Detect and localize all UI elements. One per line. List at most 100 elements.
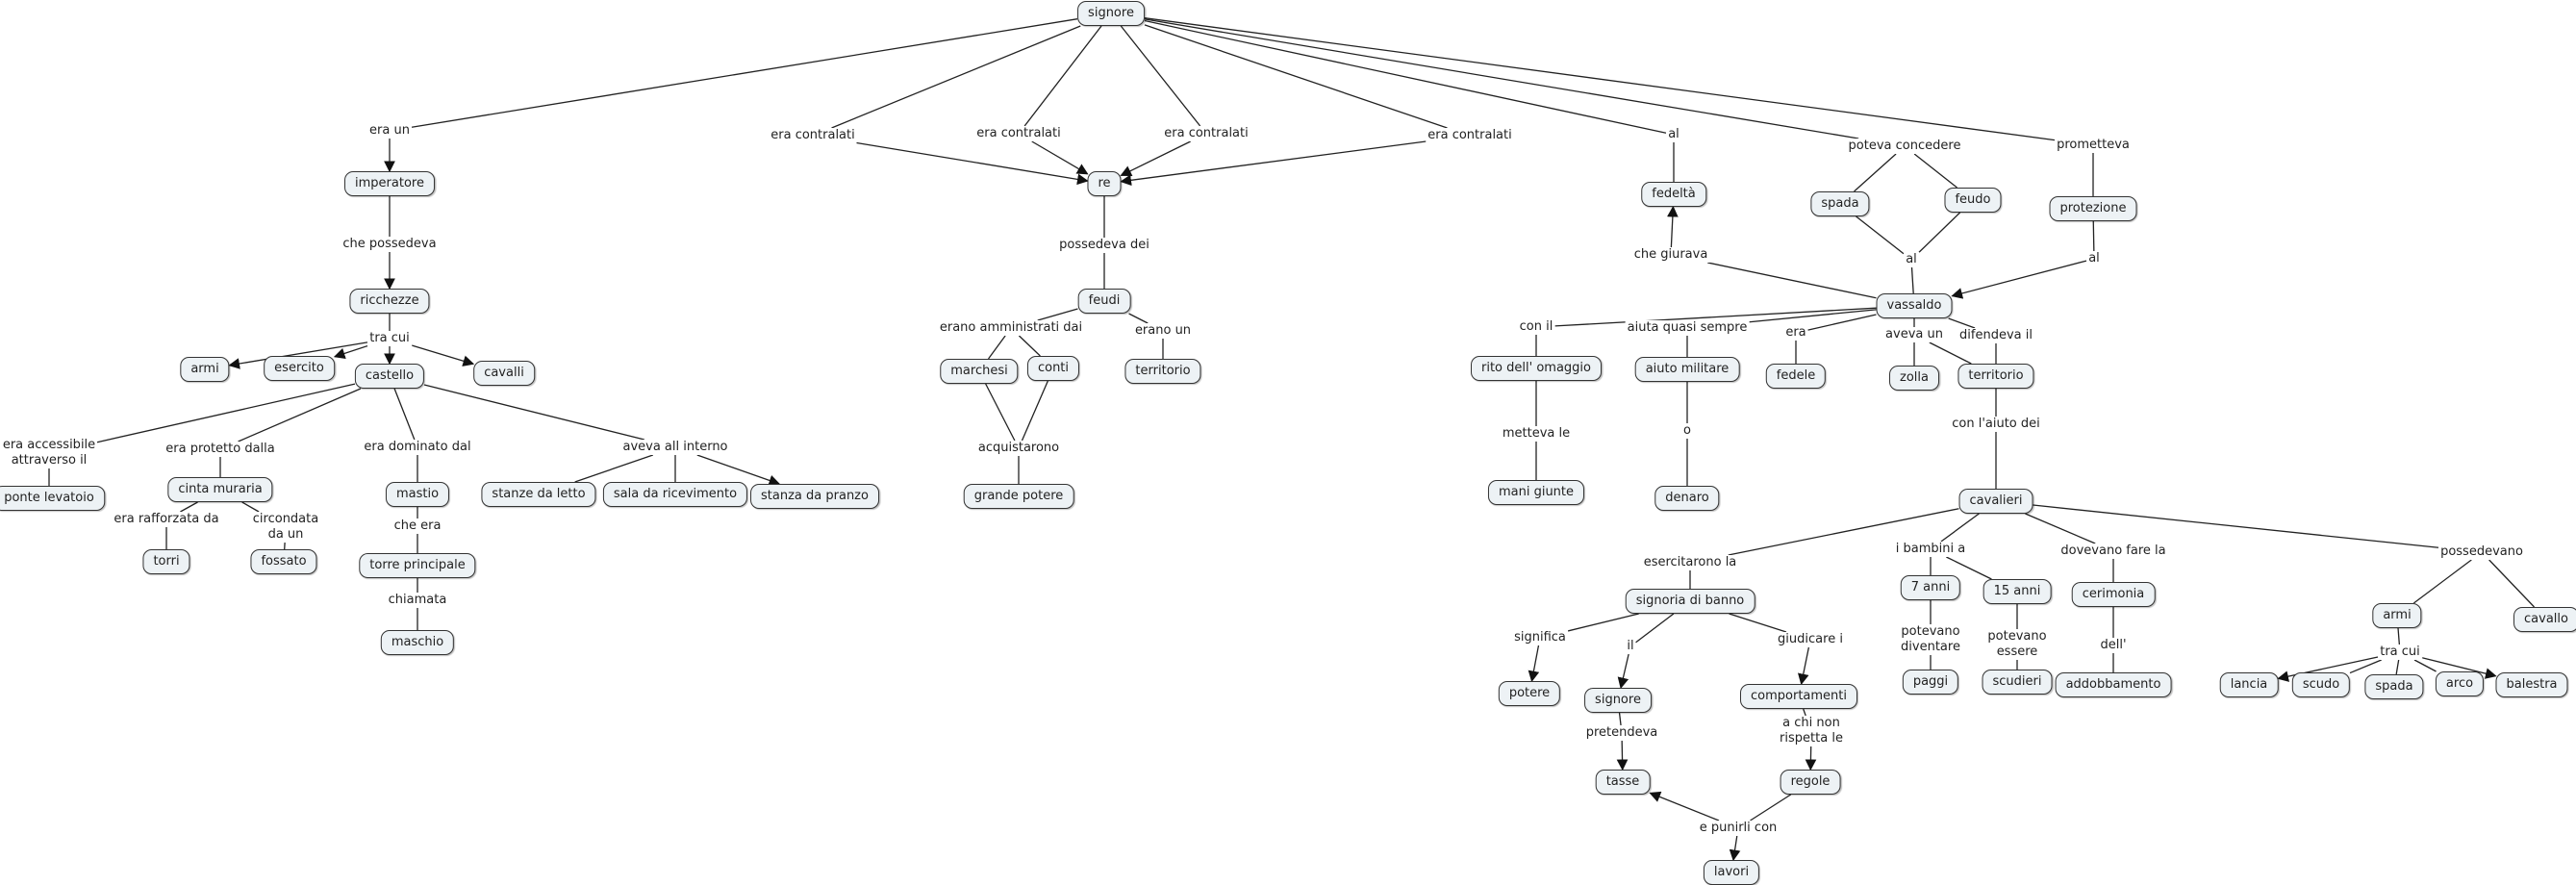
linking-phrase-significa[interactable]: significa [1512,630,1568,645]
concept-node-paggi[interactable]: paggi [1902,670,1959,695]
concept-node-grandepotere[interactable]: grande potere [963,484,1074,509]
concept-node-protezione[interactable]: protezione [2049,196,2137,221]
linking-phrase-dominato[interactable]: era dominato dal [362,440,473,455]
concept-node-cavallo[interactable]: cavallo [2513,607,2576,632]
linking-phrase-pretendeva[interactable]: pretendeva [1583,725,1660,741]
concept-node-arco[interactable]: arco [2435,671,2485,696]
linking-phrase-tracui1[interactable]: tra cui [367,331,412,346]
linking-phrase-chiamata[interactable]: chiamata [386,593,449,608]
linking-phrase-giudicare[interactable]: giudicare i [1776,632,1845,647]
linking-phrase-rafforzata[interactable]: era rafforzata da [112,512,221,527]
concept-node-maschio[interactable]: maschio [380,630,455,655]
concept-node-esercito[interactable]: esercito [264,356,335,381]
concept-node-anni7[interactable]: 7 anni [1900,575,1961,600]
linking-phrase-bambini[interactable]: i bambini a [1893,542,1968,557]
linking-phrase-aiuta[interactable]: aiuta quasi sempre [1625,320,1750,336]
concept-node-territorio2[interactable]: territorio [1957,364,2034,389]
linking-phrase-possedevano[interactable]: possedevano [2438,544,2525,560]
concept-node-rito[interactable]: rito dell' omaggio [1471,356,1602,381]
concept-node-imperatore[interactable]: imperatore [344,171,435,196]
concept-node-zolla[interactable]: zolla [1889,366,1939,391]
linking-phrase-avevaun[interactable]: aveva un [1883,327,1945,342]
linking-phrase-interno[interactable]: aveva all interno [620,440,730,455]
concept-node-signore2[interactable]: signore [1584,688,1652,713]
linking-phrase-era[interactable]: era [1783,325,1808,341]
linking-phrase-al3[interactable]: al [2086,251,2102,266]
concept-node-marchesi[interactable]: marchesi [940,359,1019,384]
concept-node-pranzo[interactable]: stanza da pranzo [750,484,879,509]
linking-phrase-poteva[interactable]: poteva concedere [1846,139,1963,154]
concept-node-feudo[interactable]: feudo [1944,188,2002,213]
concept-node-cinta[interactable]: cinta muraria [167,477,273,502]
concept-node-mastio[interactable]: mastio [385,482,450,507]
concept-node-cavalieri[interactable]: cavalieri [1958,489,2033,514]
concept-node-aiuto[interactable]: aiuto militare [1634,357,1740,382]
concept-node-tasse[interactable]: tasse [1595,770,1651,795]
linking-phrase-contr2[interactable]: era contralati [974,126,1063,141]
linking-phrase-al2[interactable]: al [1904,252,1919,267]
linking-phrase-dell[interactable]: dell' [2098,638,2129,653]
linking-phrase-difendeva[interactable]: difendeva il [1957,328,2034,343]
linking-phrase-eraun[interactable]: era un [367,123,412,139]
linking-phrase-contr1[interactable]: era contralati [769,128,857,143]
linking-phrase-metteva[interactable]: metteva le [1500,426,1573,442]
concept-node-territorio1[interactable]: territorio [1124,359,1201,384]
concept-node-lavori[interactable]: lavori [1703,860,1760,885]
concept-node-regole[interactable]: regole [1780,770,1841,795]
concept-node-armi[interactable]: armi [180,357,230,382]
concept-node-comportamenti[interactable]: comportamenti [1740,684,1857,709]
linking-phrase-tracui2[interactable]: tra cui [2378,645,2422,660]
linking-phrase-aiutodei[interactable]: con l'aiuto dei [1950,417,2042,432]
concept-node-re[interactable]: re [1087,171,1122,196]
linking-phrase-amministrati[interactable]: erano amministrati dai [937,320,1085,336]
linking-phrase-contr3[interactable]: era contralati [1162,126,1250,141]
linking-phrase-contr4[interactable]: era contralati [1426,128,1514,143]
concept-node-addobbamento[interactable]: addobbamento [2055,672,2172,697]
linking-phrase-possedevadei[interactable]: possedeva dei [1057,238,1151,253]
linking-phrase-prometteva[interactable]: prometteva [2055,138,2132,153]
linking-phrase-dovevano[interactable]: dovevano fare la [2058,544,2168,559]
concept-node-scudieri[interactable]: scudieri [1982,670,2053,695]
linking-phrase-o[interactable]: o [1681,423,1693,439]
concept-node-conti[interactable]: conti [1026,356,1080,381]
concept-node-cavalli[interactable]: cavalli [473,361,535,386]
concept-node-fedele[interactable]: fedele [1765,364,1827,389]
concept-node-armi2[interactable]: armi [2372,603,2422,628]
concept-node-feudi[interactable]: feudi [1077,289,1131,314]
concept-node-scudo[interactable]: scudo [2291,672,2351,697]
linking-phrase-giurava[interactable]: che giurava [1631,247,1710,263]
concept-node-torre[interactable]: torre principale [359,553,476,578]
linking-phrase-esercitarono[interactable]: esercitarono la [1641,555,1739,570]
concept-node-ponte[interactable]: ponte levatoio [0,486,105,511]
concept-node-lancia[interactable]: lancia [2219,672,2279,697]
concept-node-cerimonia[interactable]: cerimonia [2071,582,2156,607]
linking-phrase-chepossedeva[interactable]: che possedeva [341,237,439,252]
linking-phrase-protetto[interactable]: era protetto dalla [164,442,277,457]
linking-phrase-conil[interactable]: con il [1517,319,1555,335]
concept-node-spada1[interactable]: spada [1810,191,1870,216]
concept-node-torri[interactable]: torri [142,549,190,574]
concept-node-mani[interactable]: mani giunte [1487,480,1585,505]
linking-phrase-al1[interactable]: al [1666,127,1681,142]
concept-node-ricchezze[interactable]: ricchezze [349,289,430,314]
concept-node-vassaldo[interactable]: vassaldo [1876,293,1953,318]
linking-phrase-eranoun[interactable]: erano un [1132,323,1194,339]
concept-node-signore[interactable]: signore [1077,1,1145,26]
concept-node-balestra[interactable]: balestra [2495,672,2568,697]
concept-node-anni15[interactable]: 15 anni [1983,579,2052,604]
concept-node-fossato[interactable]: fossato [250,549,317,574]
concept-node-castello[interactable]: castello [354,364,425,389]
concept-node-fedelta[interactable]: fedeltà [1641,182,1706,207]
linking-phrase-il[interactable]: il [1625,639,1636,654]
linking-phrase-acquistarono[interactable]: acquistarono [975,441,1062,456]
linking-phrase-punirli[interactable]: e punirli con [1697,821,1780,836]
concept-node-stanze[interactable]: stanze da letto [481,482,596,507]
linking-phrase-cheera[interactable]: che era [391,518,443,534]
concept-node-signoria[interactable]: signoria di banno [1625,589,1755,614]
concept-node-sala[interactable]: sala da ricevimento [602,482,748,507]
